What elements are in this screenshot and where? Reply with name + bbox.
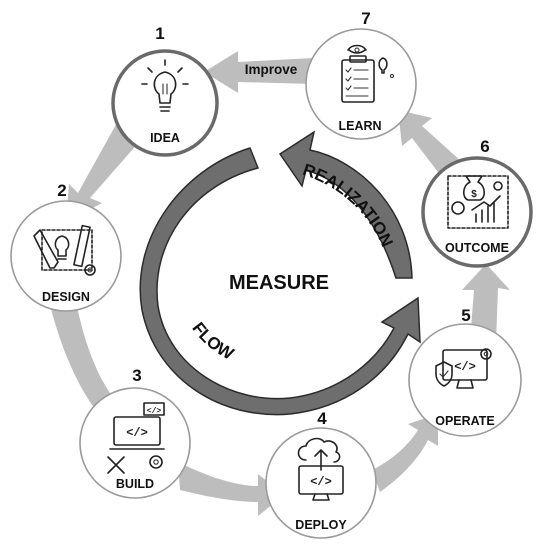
step-learn: 7 LEARN [305,9,417,140]
svg-text:</>: </> [310,475,332,489]
step-design: 2 DESIGN [10,181,122,312]
step-label-idea: IDEA [150,131,180,145]
step-label-operate: OPERATE [435,414,495,428]
arrow-operate-to-outcome [462,264,510,342]
inner-cycle-arrows [139,130,421,416]
design-tools-icon [33,224,96,276]
step-outcome: 6 $ OUTCOME [421,137,533,268]
step-label-learn: LEARN [338,119,381,133]
svg-text:$: $ [471,189,477,200]
step-deploy: 4 </> DEPLOY [265,409,377,539]
lightbulb-icon [141,59,189,112]
flow-label: FLOW [188,319,237,364]
step-number-7: 7 [361,9,370,28]
money-growth-icon: $ [447,175,509,229]
step-number-4: 4 [317,409,327,428]
improve-label: Improve [245,62,298,77]
arrow-deploy-to-operate [372,414,438,492]
step-idea: 1 IDEA [111,24,219,157]
step-number-2: 2 [57,181,66,200]
arrow-idea-to-design [66,121,139,222]
checklist-icon [341,44,395,103]
svg-text:</>: </> [454,360,476,374]
step-number-5: 5 [461,306,470,325]
step-number-6: 6 [480,137,489,156]
step-label-outcome: OUTCOME [445,241,509,255]
step-number-3: 3 [132,366,141,385]
step-operate: 5 </> OPERATE [408,306,522,437]
arrow-outcome-to-learn [398,110,462,180]
arrow-learn-to-idea [204,51,314,93]
step-build: 3 </> </> BUILD [79,366,191,499]
build-tools-icon: </> </> [107,402,165,474]
monitor-code-gear-icon: </> [435,348,492,389]
step-label-design: DESIGN [42,290,90,304]
center-label: MEASURE [229,272,329,294]
cloud-upload-monitor-icon: </> [297,437,344,501]
step-label-deploy: DEPLOY [295,518,347,532]
inner-arrow-flow [139,147,421,416]
step-number-1: 1 [155,24,164,43]
svg-text:</>: </> [126,426,148,440]
arrow-build-to-deploy [178,462,284,516]
step-label-build: BUILD [116,477,154,491]
svg-text:</>: </> [147,407,162,416]
inner-arrow-realization [278,130,413,279]
